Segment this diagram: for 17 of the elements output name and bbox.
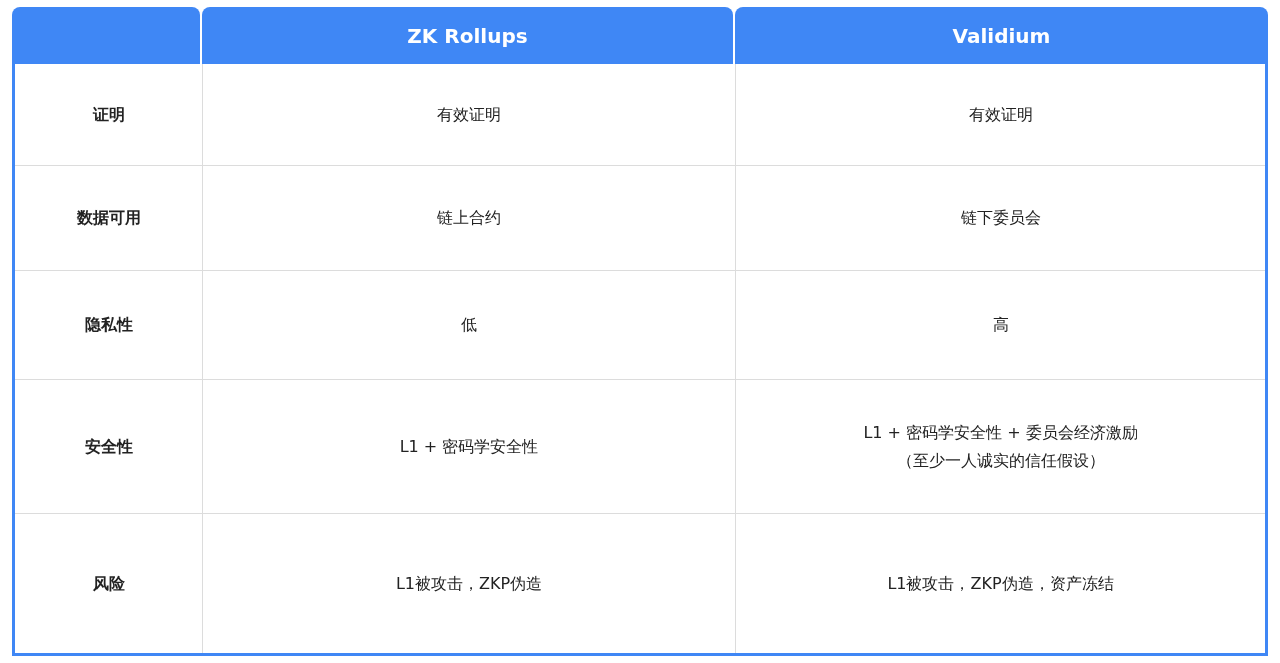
table-cell-text: 有效证明 xyxy=(437,103,501,126)
table-cell-text: L1 + 密码学安全性 + 委员会经济激励（至少一人诚实的信任假设） xyxy=(862,421,1139,472)
table-cell-text: L1被攻击，ZKP伪造 xyxy=(395,572,543,595)
column-header: ZK Rollups xyxy=(202,7,733,64)
row-header: 隐私性 xyxy=(84,314,133,336)
row-header: 安全性 xyxy=(84,435,133,458)
row-header: 风险 xyxy=(92,572,125,595)
row-header: 数据可用 xyxy=(76,207,141,229)
table-cell-text: 高 xyxy=(992,314,1009,336)
table-cell-text: 低 xyxy=(461,314,477,336)
row-header: 证明 xyxy=(92,103,125,126)
column-header: Validium xyxy=(735,7,1268,64)
table-cell-text: 链下委员会 xyxy=(960,207,1041,229)
table-cell-text: 链上合约 xyxy=(437,207,501,229)
table-cell-text: L1 + 密码学安全性 xyxy=(399,435,539,458)
table-cell-text: L1被攻击，ZKP伪造，资产冻结 xyxy=(887,572,1114,595)
table-cell-text: 有效证明 xyxy=(968,103,1033,126)
